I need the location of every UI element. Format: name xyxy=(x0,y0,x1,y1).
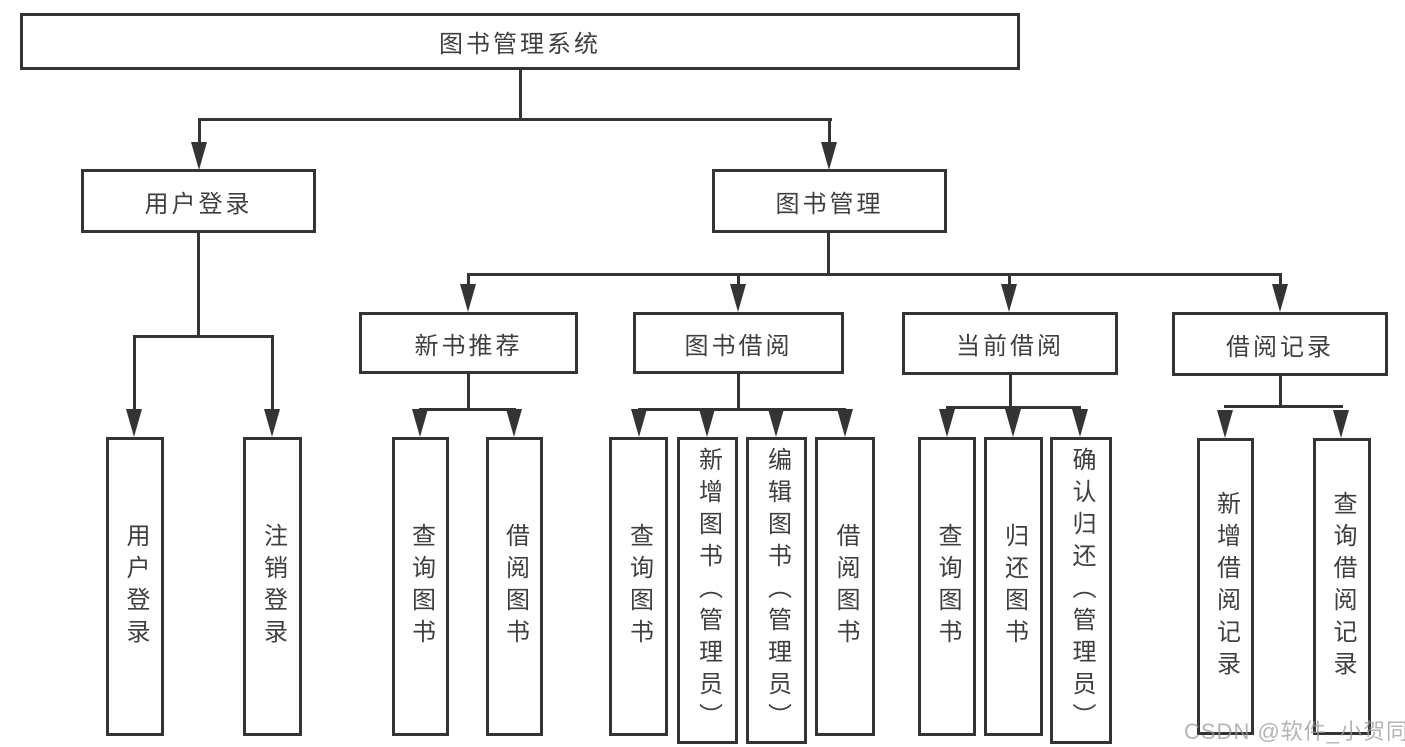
connector-root-rail xyxy=(198,118,832,121)
arrowhead-add-books xyxy=(699,409,715,437)
leaf-label: 新增图书（管理员） xyxy=(694,446,722,735)
leaf-return-books: 归还图书 xyxy=(984,437,1043,736)
leaf-label: 编辑图书（管理员） xyxy=(763,446,791,735)
arrowhead-edit-books xyxy=(768,409,784,437)
leaf-query-borrow-record: 查询借阅记录 xyxy=(1313,438,1371,735)
arrowhead-borrow-books-1 xyxy=(506,409,522,437)
arrowhead-borrow-records xyxy=(1272,284,1288,312)
node-user-login: 用户登录 xyxy=(81,169,316,233)
leaf-label: 注销登录 xyxy=(259,522,287,651)
arrowhead-add-borrow-record xyxy=(1217,410,1233,438)
node-label: 新书推荐 xyxy=(414,332,523,360)
leaf-logout: 注销登录 xyxy=(243,437,302,736)
leaf-label: 查询图书 xyxy=(934,522,961,651)
arrowhead-query-books-3 xyxy=(939,409,955,437)
leaf-query-books-borrowing: 查询图书 xyxy=(609,437,668,736)
leaf-borrow-books-borrowing: 借阅图书 xyxy=(815,437,875,736)
node-current-borrowing: 当前借阅 xyxy=(902,312,1118,375)
leaf-borrow-books-recommend: 借阅图书 xyxy=(486,437,543,736)
node-label: 图书管理 xyxy=(775,190,884,218)
leaf-confirm-return-admin: 确认归还（管理员） xyxy=(1050,437,1112,744)
connector-root-stem xyxy=(519,68,522,120)
node-library-management-system: 图书管理系统 xyxy=(20,13,1020,70)
node-book-borrowing: 图书借阅 xyxy=(633,312,844,374)
leaf-label: 查询图书 xyxy=(407,522,435,651)
connector-current-borrow-rail xyxy=(946,406,1081,409)
connector-drop-login-leaf xyxy=(133,335,136,411)
connector-book-borrow-rail xyxy=(638,408,846,411)
leaf-edit-books-admin: 编辑图书（管理员） xyxy=(746,437,807,744)
csdn-watermark: CSDN @软件_小贺同学 xyxy=(1184,719,1405,744)
node-label: 用户登录 xyxy=(144,190,253,218)
node-borrowing-records: 借阅记录 xyxy=(1172,312,1388,376)
arrowhead-confirm-return xyxy=(1072,409,1088,437)
connector-drop-new-book-rec xyxy=(467,273,470,286)
arrowhead-book-borrow xyxy=(730,284,746,312)
arrowhead-current-borrow xyxy=(1001,284,1017,312)
connector-drop-borrow-records xyxy=(1279,273,1282,286)
node-label: 当前借阅 xyxy=(956,333,1064,360)
connector-book-mgmt-stem xyxy=(827,231,830,275)
arrowhead-user-login xyxy=(191,142,207,170)
connector-borrow-records-rail xyxy=(1224,405,1343,408)
node-label: 图书管理系统 xyxy=(439,31,601,58)
leaf-label: 确认归还（管理员） xyxy=(1068,446,1095,735)
arrowhead-query-books-2 xyxy=(631,409,647,437)
leaf-label: 查询图书 xyxy=(625,522,653,651)
connector-current-borrow-stem xyxy=(1009,373,1012,408)
arrowhead-query-books-1 xyxy=(412,409,428,437)
arrowhead-login-leaf xyxy=(126,409,142,437)
connector-drop-current-borrow xyxy=(1008,273,1011,286)
leaf-add-borrow-record: 新增借阅记录 xyxy=(1197,438,1254,735)
connector-book-borrow-stem xyxy=(737,372,740,410)
arrowhead-query-borrow-record xyxy=(1333,410,1349,438)
node-new-book-recommendation: 新书推荐 xyxy=(359,312,578,374)
leaf-user-login: 用户登录 xyxy=(106,437,164,736)
leaf-label: 新增借阅记录 xyxy=(1212,490,1240,683)
connector-user-login-rail xyxy=(133,335,274,338)
arrowhead-borrow-books-2 xyxy=(837,409,853,437)
leaf-query-books-recommend: 查询图书 xyxy=(392,437,449,736)
leaf-label: 归还图书 xyxy=(1000,522,1028,651)
connector-drop-user-login xyxy=(198,118,201,144)
arrowhead-logout-leaf xyxy=(264,409,280,437)
leaf-label: 查询借阅记录 xyxy=(1329,490,1356,683)
connector-book-mgmt-rail xyxy=(467,273,1282,276)
node-label: 借阅记录 xyxy=(1226,333,1334,361)
arrowhead-book-management xyxy=(821,142,837,170)
node-label: 图书借阅 xyxy=(684,332,793,360)
leaf-label: 用户登录 xyxy=(122,522,149,651)
connector-drop-logout-leaf xyxy=(271,335,274,411)
connector-drop-book-borrow xyxy=(737,273,740,286)
connector-new-book-rec-stem xyxy=(467,372,470,410)
leaf-query-books-current: 查询图书 xyxy=(918,437,976,736)
leaf-label: 借阅图书 xyxy=(832,522,859,651)
connector-user-login-stem xyxy=(197,231,200,337)
connector-new-book-rec-rail xyxy=(419,408,516,411)
node-book-management: 图书管理 xyxy=(712,169,947,233)
arrowhead-new-book-rec xyxy=(460,284,476,312)
leaf-add-books-admin: 新增图书（管理员） xyxy=(677,437,738,744)
leaf-label: 借阅图书 xyxy=(501,522,529,651)
connector-borrow-records-stem xyxy=(1279,374,1282,407)
connector-drop-book-management xyxy=(828,118,831,144)
arrowhead-return-books xyxy=(1005,409,1021,437)
